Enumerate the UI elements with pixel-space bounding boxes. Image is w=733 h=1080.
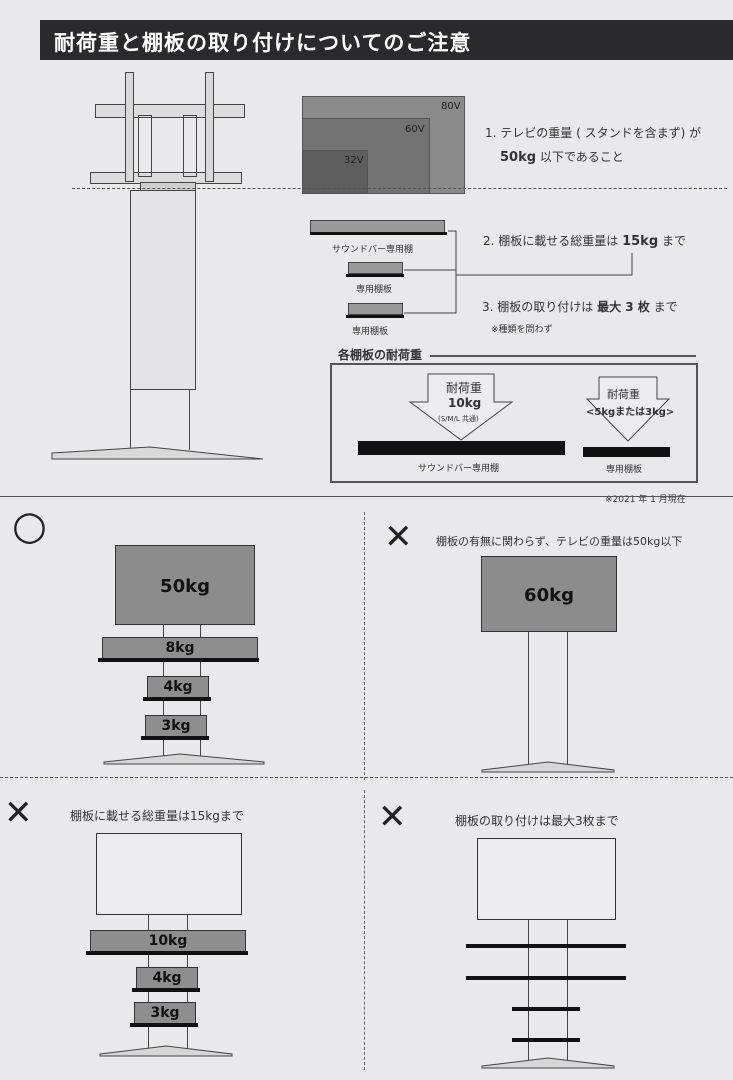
ng3-rail-2 [466, 976, 626, 980]
ng2-shelf-3: 3kg [134, 1002, 196, 1024]
right-shelf-label: 専用棚板 [606, 465, 643, 475]
note-3-value: 最大 3 枚 [597, 300, 650, 314]
dashed-separator-top [72, 188, 727, 189]
note-1-rest: 以下であること [539, 150, 624, 164]
ng2-shelf-2-rail [132, 988, 200, 992]
ng2-base [99, 1045, 233, 1057]
ok-shelf-3: 3kg [145, 715, 207, 737]
circle-ok-icon: ○ [12, 503, 47, 549]
ng2-shelf-2: 4kg [136, 967, 198, 989]
right-load-value: <5kgまたは3kg> [586, 407, 675, 418]
tv-size-60: 60V [405, 124, 425, 135]
ng3-rail-4 [512, 1038, 580, 1042]
note-2: 2. 棚板に載せる総重量は 15kg まで [483, 232, 686, 249]
vertical-dashed-separator-lower [364, 790, 365, 1070]
date-note: ※2021 年 1 月現在 [605, 495, 686, 505]
ok-shelf-1: 8kg [102, 637, 258, 659]
ok-shelf-2: 4kg [147, 676, 209, 698]
ng3-pole [528, 920, 568, 1062]
label-dedicated-shelf-2: 専用棚板 [352, 327, 389, 337]
note-2-suffix: まで [661, 234, 686, 248]
ng1-pole [528, 632, 568, 766]
note-2-value: 15kg [622, 234, 659, 249]
left-shelf-label: サウンドバー専用棚 [418, 464, 500, 474]
section-separator [0, 496, 733, 497]
dedicated-shelf-bar [583, 447, 670, 457]
ng3-base [481, 1057, 615, 1069]
tv-size-80: 80V [441, 101, 461, 112]
left-load-label: 耐荷重 [446, 381, 483, 395]
ng1-base [481, 761, 615, 773]
note-3-suffix: まで [653, 300, 678, 314]
note-1-value: 50kg [500, 150, 537, 165]
left-load-value: 10kg [448, 396, 482, 410]
note-3-prefix: 3. 棚板の取り付けは [482, 300, 594, 314]
soundbar-shelf-bar [358, 441, 565, 455]
label-soundbar-shelf: サウンドバー専用棚 [332, 245, 414, 255]
tv-size-32: 32V [344, 155, 364, 166]
right-load-label: 耐荷重 [607, 388, 640, 401]
ok-tv: 50kg [115, 545, 255, 625]
load-capacity-box [330, 363, 698, 483]
stand-base [51, 446, 264, 460]
ng1-tv: 60kg [481, 556, 617, 632]
note-2-prefix: 2. 棚板に載せる総重量は [483, 234, 619, 248]
ok-shelf-3-rail [141, 736, 209, 740]
ng2-tv [96, 833, 242, 915]
ng2-caption: 棚板に載せる総重量は15kgまで [70, 809, 244, 823]
ok-shelf-2-rail [143, 697, 211, 701]
load-box-heading: 各棚板の耐荷重 [334, 346, 427, 363]
load-box-heading-rule [430, 355, 696, 357]
horizontal-dashed-separator [0, 777, 733, 778]
ng3-rail-3 [512, 1007, 580, 1011]
ng1-caption: 棚板の有無に関わらず、テレビの重量は50kg以下 [436, 535, 683, 548]
note-1-line2: 50kg 以下であること [500, 148, 624, 165]
left-load-sub: (S/M/L 共通) [438, 415, 479, 423]
down-arrow-icon [585, 376, 671, 442]
ok-shelf-1-rail [98, 658, 259, 662]
cross-ng-icon: ✕ [378, 797, 407, 837]
ok-base [103, 753, 265, 765]
ng2-shelf-3-rail [130, 1023, 198, 1027]
vertical-dashed-separator-upper [364, 512, 365, 780]
note-3-sub: ※種類を問わず [491, 325, 553, 335]
ng2-shelf-1: 10kg [90, 930, 246, 952]
ng3-tv [477, 838, 616, 920]
note-1-line1: 1. テレビの重量 ( スタンドを含まず) が [485, 126, 702, 140]
down-arrow-icon [408, 373, 514, 441]
cross-ng-icon: ✕ [384, 517, 413, 557]
label-dedicated-shelf-1: 専用棚板 [356, 285, 393, 295]
title-bar [40, 20, 733, 60]
note-3: 3. 棚板の取り付けは 最大 3 枚 まで [482, 298, 678, 315]
ng2-shelf-1-rail [86, 951, 248, 955]
page-title: 耐荷重と棚板の取り付けについてのご注意 [54, 31, 472, 55]
ng3-caption: 棚板の取り付けは最大3枚まで [455, 814, 619, 828]
bracket-connector [404, 230, 633, 314]
cross-ng-icon: ✕ [4, 793, 33, 833]
ng3-rail-1 [466, 944, 626, 948]
